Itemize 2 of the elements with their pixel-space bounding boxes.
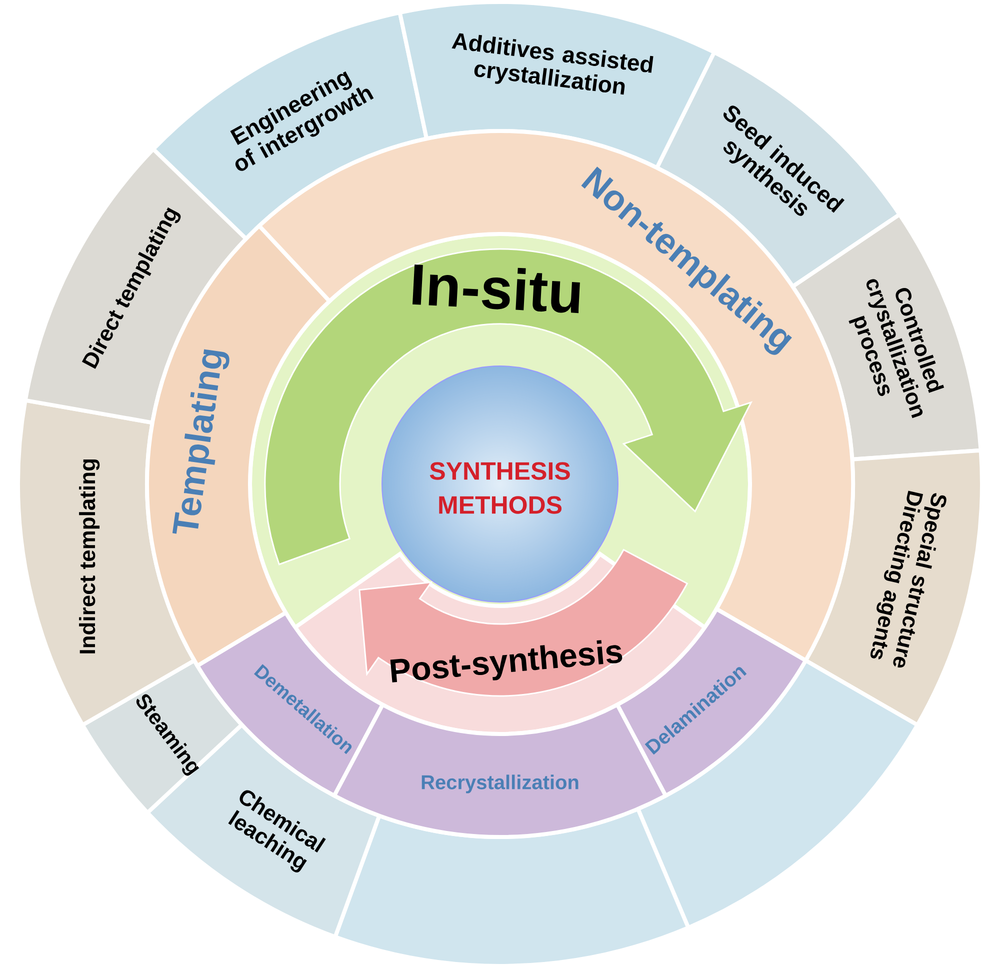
curved-banner: Post-synthesis bbox=[358, 548, 688, 697]
sphere: SYNTHESIS METHODS bbox=[382, 366, 618, 602]
